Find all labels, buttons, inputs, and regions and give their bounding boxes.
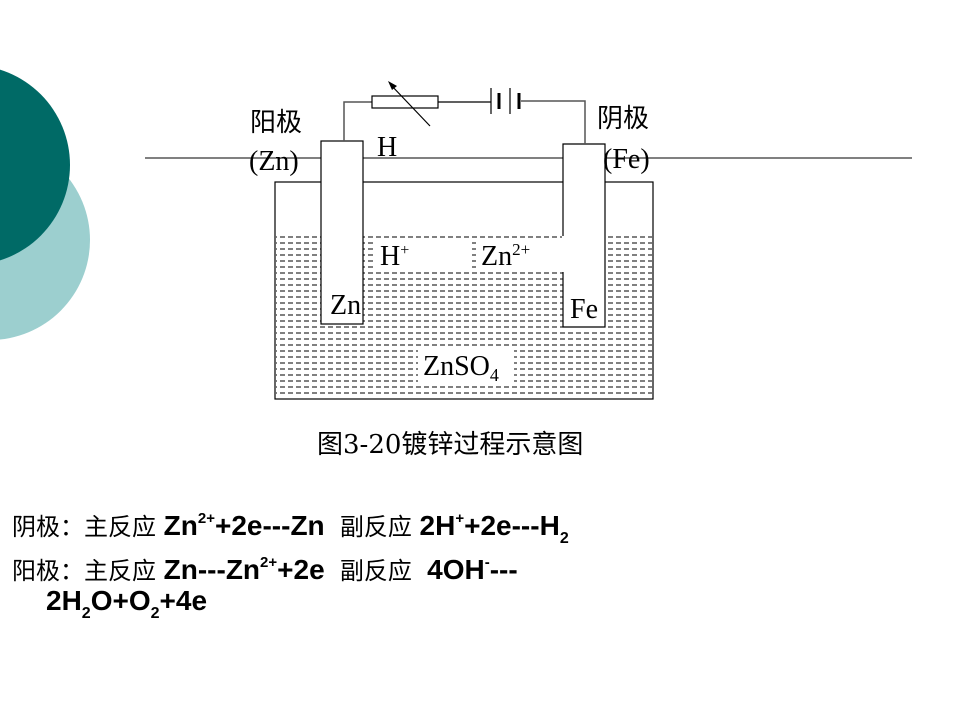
anode-label: 阳极 (250, 108, 302, 138)
rheostat-arrow-icon (389, 83, 431, 127)
battery-icon (490, 88, 521, 114)
wire (343, 101, 372, 141)
h-ion-label: H+ (380, 241, 409, 272)
cathode-equation: 阴极：主反应 Zn2++2e---Zn 副反应 2H++2e---H2 (12, 510, 569, 547)
variable-resistor (371, 95, 439, 109)
anode-equation: 阳极：主反应 Zn---Zn2++2e 副反应 4OH---- (12, 554, 518, 585)
figure-caption: 图3-20镀锌过程示意图 (317, 430, 584, 460)
fe-electrode-label: Fe (570, 294, 598, 325)
cathode-label: 阴极 (597, 104, 649, 134)
solution-label: ZnSO4 (423, 351, 499, 385)
h-label: H (377, 132, 397, 163)
zn-electrode (320, 140, 364, 325)
cathode-material: (Fe) (603, 144, 650, 175)
electroplating-diagram: 阳极 (Zn) 阴极 (Fe) H H+ Zn2+ Zn Fe ZnSO4 (0, 69, 912, 400)
zn-electrode-label: Zn (330, 290, 361, 321)
decorative-circle-dark (0, 69, 70, 261)
anode-equation-continued: 2H2O+O2+4e (46, 585, 208, 622)
zn-ion-label: Zn2+ (481, 240, 530, 272)
fe-electrode (562, 143, 606, 328)
anode-material: (Zn) (249, 146, 299, 177)
